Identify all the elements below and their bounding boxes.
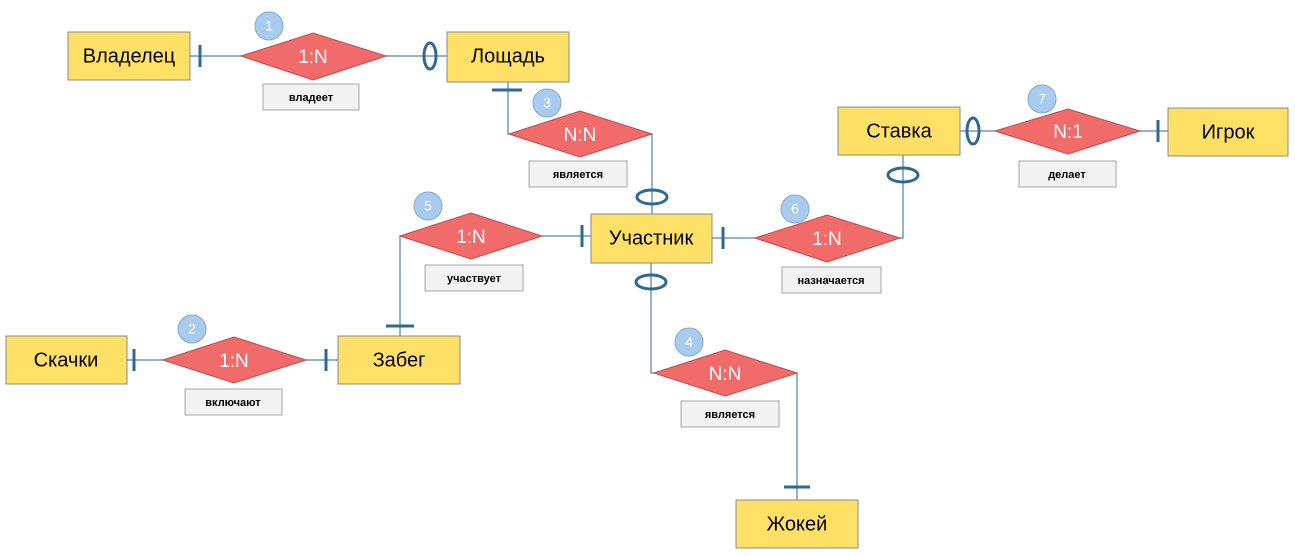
entity-owner[interactable]: Владелец <box>67 31 191 81</box>
entity-owner-label: Владелец <box>83 45 176 67</box>
relationship-r7[interactable]: N:1 <box>993 108 1142 155</box>
relationship-r2-name: включают <box>184 388 283 416</box>
entity-participant-label: Участник <box>609 227 694 249</box>
relationship-r5-cardinality: 1:N <box>456 227 486 248</box>
relationship-r1-label: владеет <box>289 92 334 104</box>
badge-r2: 2 <box>177 314 207 344</box>
relationship-r4-cardinality: N:N <box>709 364 742 385</box>
relationship-r4-label: является <box>705 409 755 421</box>
entity-bet-label: Ставка <box>866 120 932 142</box>
badge-r1-number: 1 <box>265 18 273 34</box>
relationship-r4-name: является <box>680 400 780 428</box>
entity-heat-label: Забег <box>373 349 426 371</box>
relationship-r7-name: делает <box>1018 160 1117 188</box>
relationship-r7-label: делает <box>1048 169 1086 181</box>
relationship-r2-cardinality: 1:N <box>219 351 249 372</box>
badge-r6-number: 6 <box>791 201 799 217</box>
connector-participant-r4 <box>650 263 654 374</box>
entity-races[interactable]: Скачки <box>5 335 128 385</box>
entity-bet[interactable]: Ставка <box>837 106 961 156</box>
badge-r7-number: 7 <box>1038 91 1046 107</box>
relationship-r3-name: является <box>528 160 628 188</box>
entity-horse[interactable]: Лощадь <box>446 31 570 83</box>
entity-heat[interactable]: Забег <box>337 335 461 385</box>
relationship-r5-label: участвует <box>447 273 502 285</box>
relationship-r3-cardinality: N:N <box>564 125 597 146</box>
badge-r5-number: 5 <box>424 198 432 214</box>
relationship-r1-cardinality: 1:N <box>298 47 328 68</box>
zero-marker-participant-r4 <box>634 273 668 291</box>
relationship-r6-name: назначается <box>781 266 882 294</box>
connector-lines <box>127 55 1168 500</box>
relationship-r1-name: владеет <box>262 83 360 111</box>
entity-participant[interactable]: Участник <box>590 213 713 264</box>
entity-jockey[interactable]: Жокей <box>735 499 859 549</box>
badge-r4-number: 4 <box>685 334 693 350</box>
relationship-r4[interactable]: N:N <box>652 349 799 397</box>
cardinality-markers <box>132 41 1160 489</box>
entity-races-label: Скачки <box>34 349 99 371</box>
relationship-r5-name: участвует <box>424 264 524 292</box>
badge-r2-number: 2 <box>188 321 196 337</box>
badge-r1: 1 <box>254 11 284 41</box>
entity-jockey-label: Жокей <box>767 513 828 535</box>
relationship-r6[interactable]: 1:N <box>753 214 902 263</box>
badge-r7: 7 <box>1027 84 1057 114</box>
entity-horse-label: Лощадь <box>471 45 545 67</box>
relationship-r7-cardinality: N:1 <box>1053 122 1083 143</box>
badge-r4: 4 <box>674 327 704 357</box>
zero-marker-bet-r6 <box>886 166 920 184</box>
relationship-r2[interactable]: 1:N <box>161 336 308 384</box>
badge-r3-number: 3 <box>543 95 551 111</box>
relationship-r6-cardinality: 1:N <box>812 229 842 250</box>
relationship-r2-label: включают <box>205 397 261 409</box>
relationship-r6-label: назначается <box>797 275 864 287</box>
relationship-r5[interactable]: 1:N <box>398 212 544 260</box>
zero-marker-participant-r3 <box>635 188 669 206</box>
relationship-r3-label: является <box>553 169 603 181</box>
entity-player-label: Игрок <box>1202 121 1255 143</box>
entity-player[interactable]: Игрок <box>1167 107 1289 157</box>
zero-marker-horse-r1 <box>422 41 438 71</box>
badge-r5: 5 <box>413 191 443 221</box>
relationship-r3[interactable]: N:N <box>507 110 654 158</box>
relationship-r1[interactable]: 1:N <box>239 32 388 81</box>
zero-marker-bet-r7 <box>965 116 981 146</box>
badge-r6: 6 <box>780 194 810 224</box>
badge-r3: 3 <box>532 88 562 118</box>
